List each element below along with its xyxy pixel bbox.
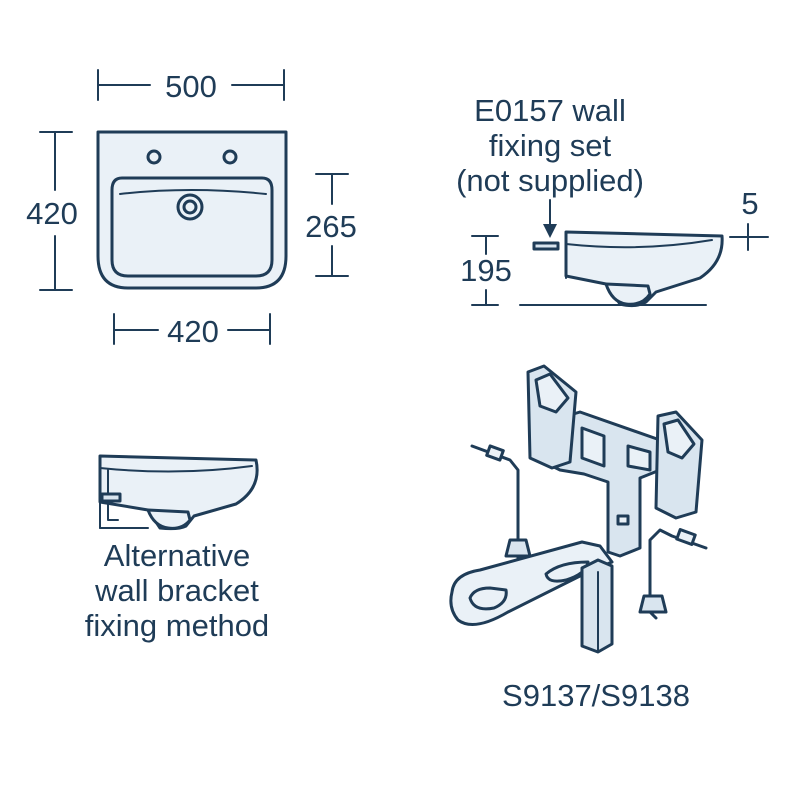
alternative-method-label: Alternative wall bracket fixing method [85,538,269,643]
dimension-bowl-depth: 265 [305,173,357,277]
svg-text:E0157 wall: E0157 wall [474,93,626,128]
svg-text:(not supplied): (not supplied) [456,163,644,198]
fixing-set-label: E0157 wall fixing set (not supplied) [456,93,644,198]
dimension-top-width: 500 [97,69,285,104]
svg-text:Alternative: Alternative [104,538,250,573]
dimension-side-offset: 5 [729,186,769,251]
wall-bolt-icon [532,241,560,251]
arrow-down-icon [543,224,557,238]
tap-hole-left-icon [146,149,162,165]
alternative-bracket-view [98,454,259,531]
basin-side-view [532,199,724,308]
svg-text:wall bracket: wall bracket [94,573,259,608]
dimension-500-label: 500 [165,69,217,104]
tap-hole-right-icon [222,149,238,165]
dimension-side-height: 195 [460,235,707,306]
wall-bracket-icon [100,492,122,503]
svg-text:fixing method: fixing method [85,608,269,643]
dimension-195-label: 195 [460,253,512,288]
svg-text:fixing set: fixing set [489,128,612,163]
dimension-420-width-label: 420 [167,314,219,349]
pedestal-frame-assembly [449,364,708,654]
dimension-bottom-width: 420 [113,313,271,349]
pedestal-code-label: S9137/S9138 [502,678,690,713]
dimension-265-label: 265 [305,209,357,244]
basin-top-view [96,130,288,290]
dimension-420-depth-label: 420 [26,196,78,231]
dimension-5-label: 5 [741,186,758,221]
dimension-overall-depth: 420 [26,131,78,291]
